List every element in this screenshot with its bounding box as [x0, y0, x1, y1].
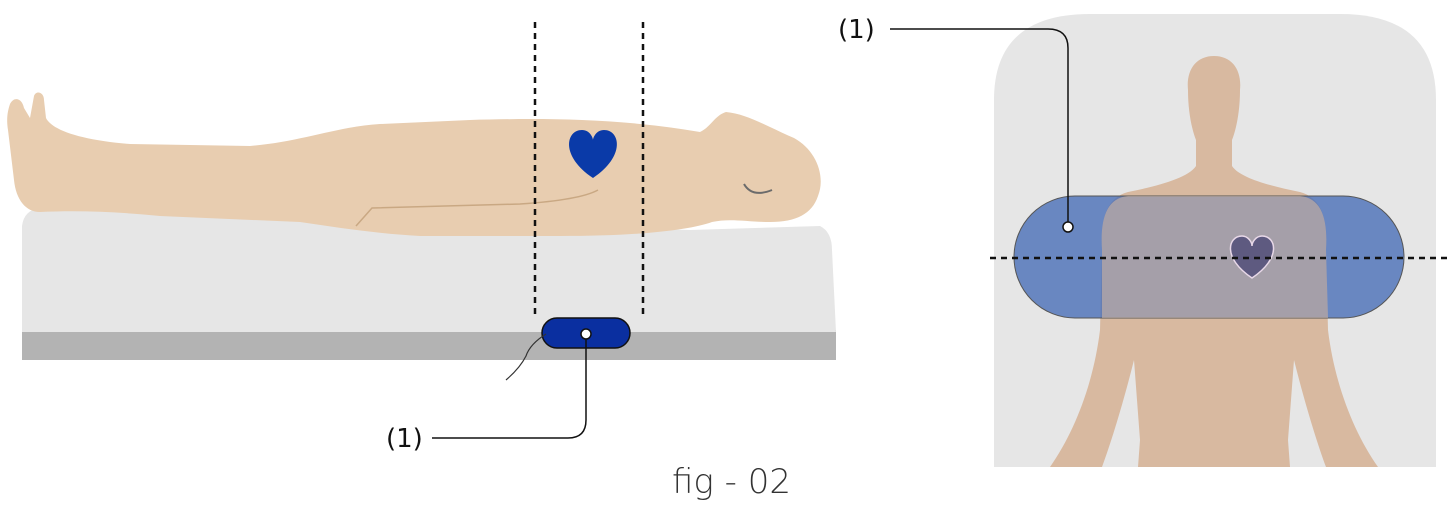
body-contour [355, 189, 599, 227]
mattress [22, 206, 836, 332]
bed-base [22, 330, 836, 360]
callout-point-front [1062, 221, 1074, 233]
callout-point [580, 328, 592, 340]
callout-label-front: (1) [838, 15, 875, 45]
front-view: (1) [838, 14, 1450, 467]
patient-body [7, 92, 821, 236]
side-view: (1) [7, 22, 836, 454]
figure-caption: fig - 02 [672, 462, 791, 502]
callout-leader [432, 339, 587, 439]
patient-ear [743, 183, 773, 194]
callout-label-side: (1) [386, 424, 423, 454]
callout-leader-front [890, 28, 1069, 222]
device-cable [505, 333, 547, 381]
heart-icon [569, 130, 617, 178]
heart-icon-front [1229, 235, 1275, 279]
patient-side [7, 92, 821, 236]
